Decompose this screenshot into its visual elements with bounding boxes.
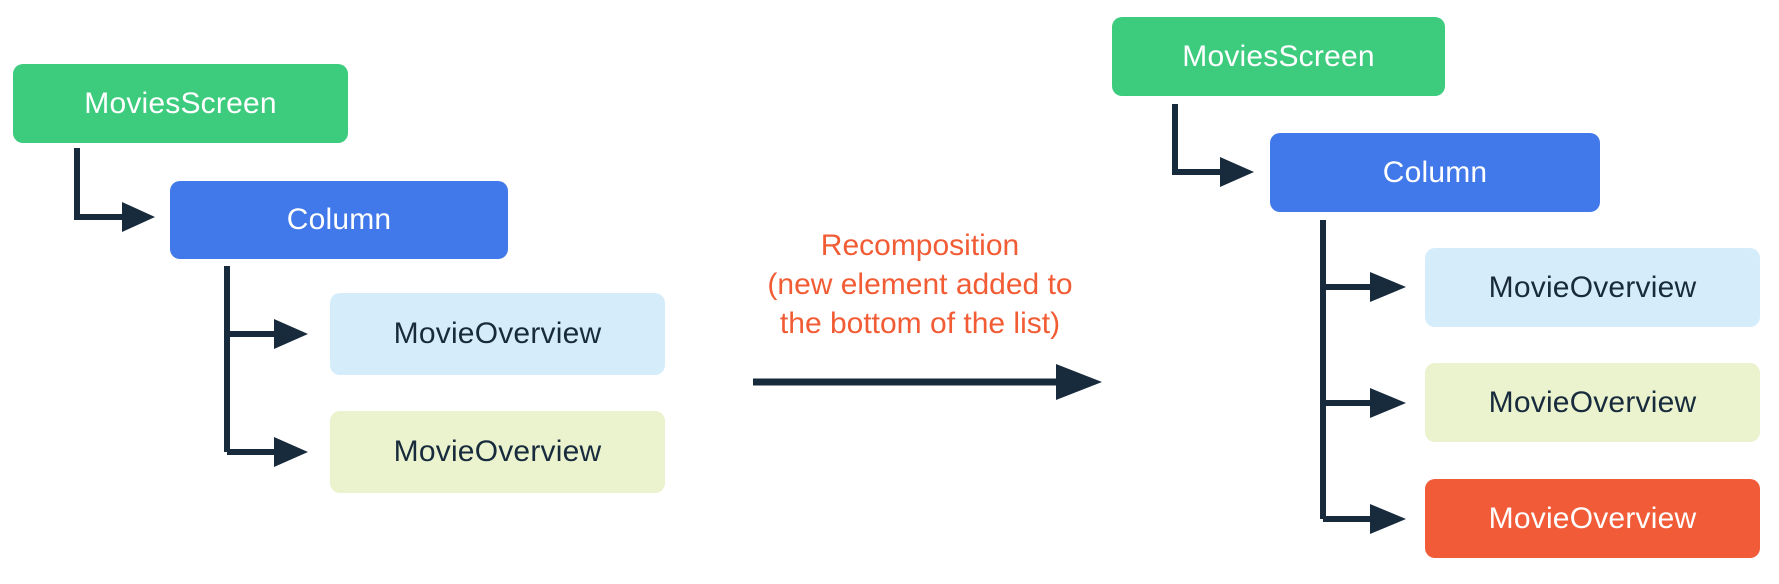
left-column-children-connector — [224, 266, 308, 467]
left-root-to-column-connector — [74, 148, 155, 232]
right-moviesscreen-node: MoviesScreen — [1112, 17, 1445, 96]
recomposition-caption-line-1: Recomposition — [820, 229, 1020, 262]
right-column-label: Column — [1382, 155, 1488, 189]
left-movieoverview-node-1: MovieOverview — [330, 293, 665, 375]
right-movieoverview-label-3: MovieOverview — [1488, 501, 1697, 535]
recomposition-caption: Recomposition (new element added to the … — [688, 226, 1152, 343]
left-moviesscreen-label: MoviesScreen — [84, 86, 277, 120]
recomposition-caption-line-2: (new element added to — [767, 268, 1073, 301]
left-column-node: Column — [170, 181, 508, 259]
right-column-children-connector — [1320, 220, 1406, 534]
right-root-to-column-connector — [1172, 104, 1254, 187]
right-column-node: Column — [1270, 133, 1600, 212]
right-movieoverview-node-1: MovieOverview — [1425, 248, 1760, 327]
left-movieoverview-node-2: MovieOverview — [330, 411, 665, 493]
recomposition-caption-line-3: the bottom of the list) — [779, 307, 1061, 340]
right-movieoverview-label-2: MovieOverview — [1488, 385, 1697, 419]
right-movieoverview-node-3-new: MovieOverview — [1425, 479, 1760, 558]
left-moviesscreen-node: MoviesScreen — [13, 64, 348, 143]
left-column-label: Column — [286, 203, 392, 236]
right-movieoverview-node-2: MovieOverview — [1425, 363, 1760, 442]
recomposition-arrow — [753, 364, 1102, 400]
right-moviesscreen-label: MoviesScreen — [1182, 39, 1375, 73]
right-movieoverview-label-1: MovieOverview — [1488, 270, 1697, 304]
left-movieoverview-label-1: MovieOverview — [393, 317, 602, 350]
left-movieoverview-label-2: MovieOverview — [393, 435, 602, 468]
